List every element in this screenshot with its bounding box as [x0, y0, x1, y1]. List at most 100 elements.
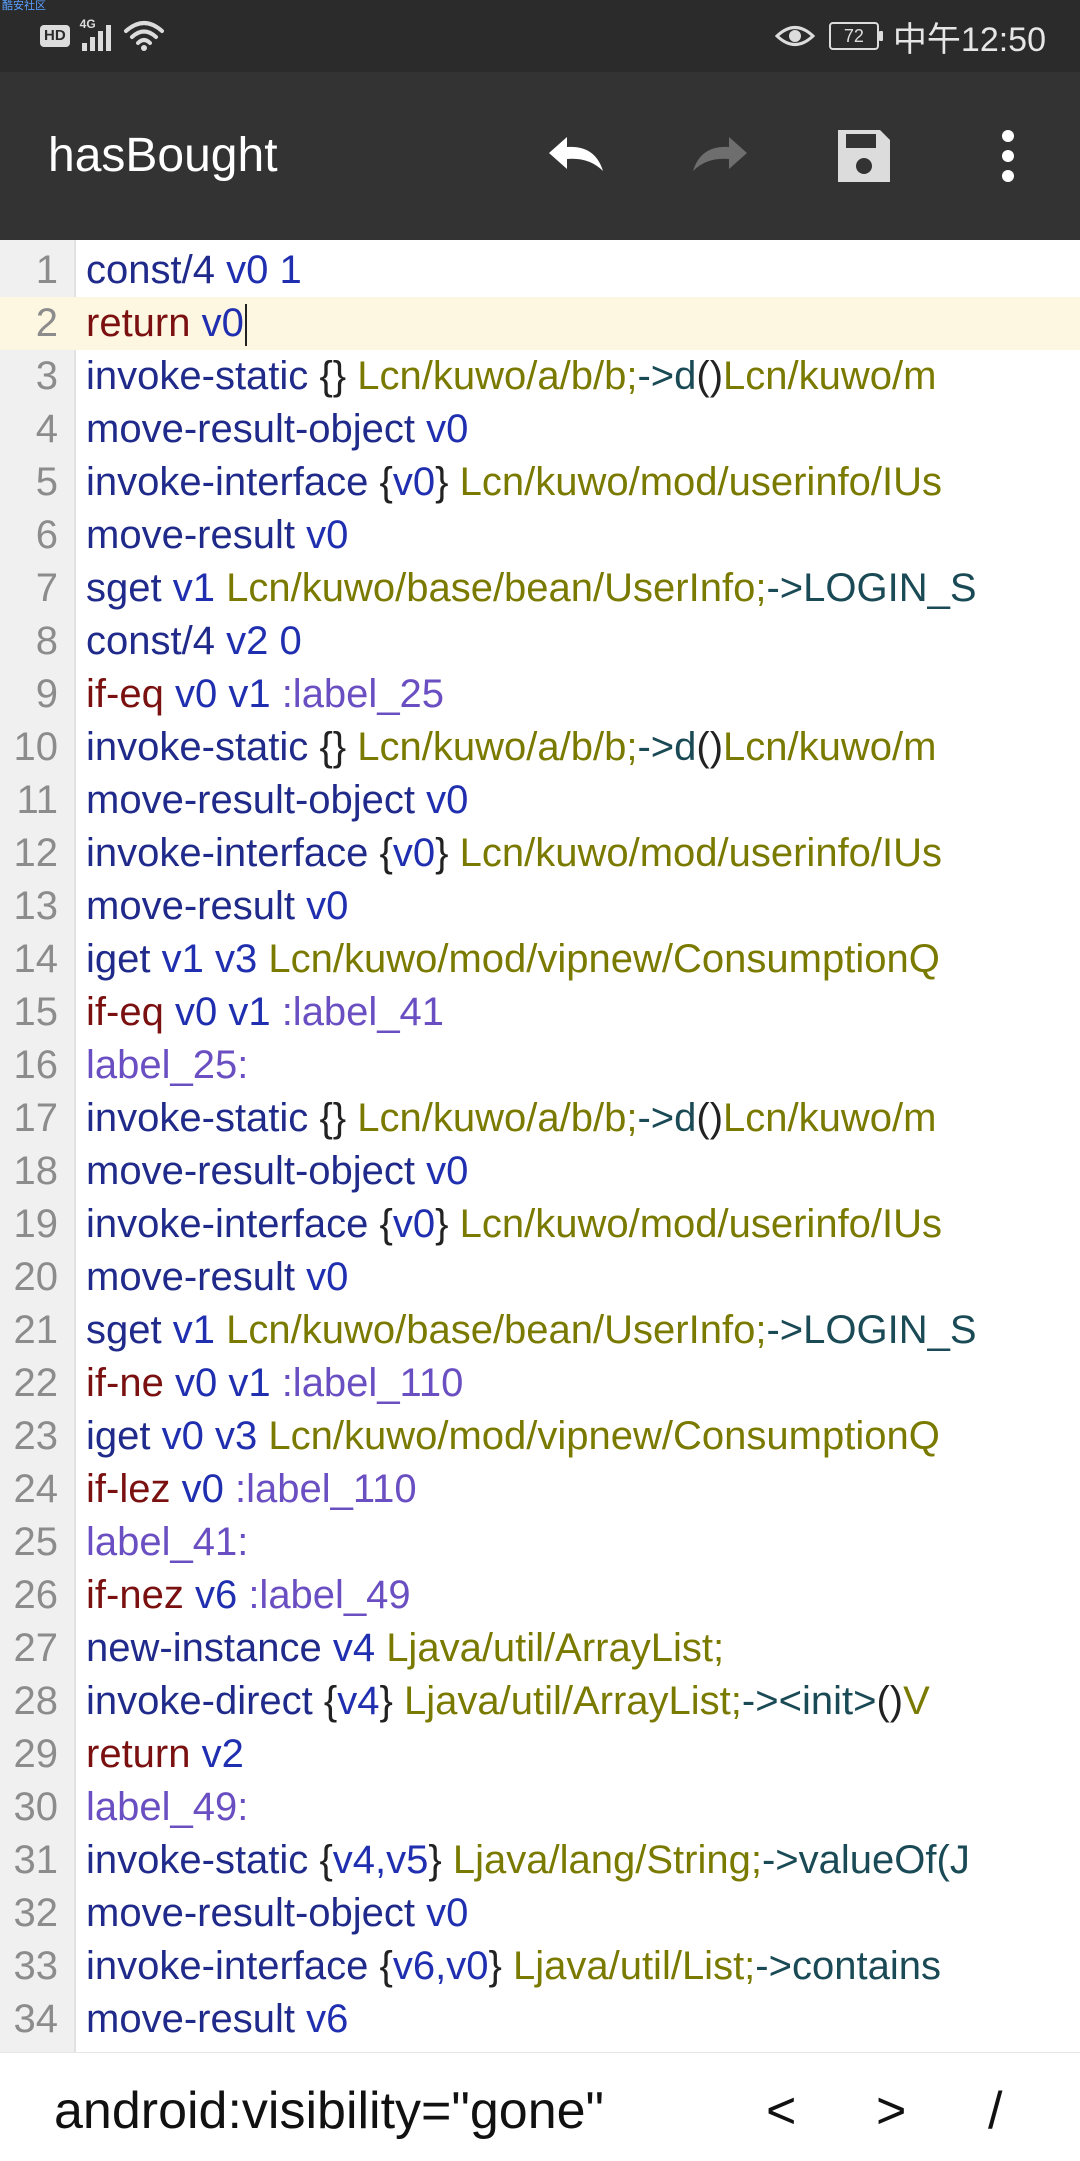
code-token [368, 1202, 379, 1246]
code-token: sget [86, 1308, 162, 1352]
code-token: -><init> [741, 1679, 877, 1723]
code-token: () [696, 1096, 724, 1140]
line-number: 19 [13, 1202, 59, 1246]
code-token: label_41: [86, 1520, 249, 1564]
shortcut-key-slash[interactable]: / [988, 2082, 1003, 2140]
code-token: { [379, 460, 393, 504]
code-token: Lcn/kuwo/a/b/b; [357, 1096, 638, 1140]
code-token: v1 [172, 1308, 215, 1352]
more-vert-icon [1002, 130, 1014, 182]
code-token: Lcn/kuwo/mod/userinfo/IUs [459, 831, 943, 875]
more-button[interactable] [968, 116, 1048, 196]
line-number: 2 [35, 301, 58, 345]
code-token: v0 [174, 990, 218, 1034]
code-token: invoke-interface [86, 460, 369, 504]
code-token: v0 [174, 672, 218, 716]
code-token: v1 [228, 990, 271, 1034]
code-token: Lcn/kuwo/m [723, 1096, 937, 1140]
code-text: move-result-object v0 [86, 403, 468, 456]
code-line[interactable]: 6 move-result v0 [0, 509, 1080, 562]
shortcut-key-gt[interactable]: > [876, 2082, 907, 2140]
line-number: 34 [13, 1997, 59, 2041]
line-number: 1 [35, 248, 58, 292]
code-token: v2 [226, 619, 269, 663]
snippet-shortcut[interactable]: android:visibility="gone" [54, 2082, 605, 2140]
code-token: :label_25 [281, 672, 445, 716]
code-text: invoke-interface {v0} Lcn/kuwo/mod/useri… [86, 1198, 942, 1251]
code-token: Lcn/kuwo/m [723, 354, 937, 398]
code-line[interactable]: 19 invoke-interface {v0} Lcn/kuwo/mod/use… [0, 1198, 1080, 1251]
line-number: 12 [13, 831, 59, 875]
line-number: 6 [35, 513, 58, 557]
code-token [295, 884, 306, 928]
shortcut-key-lt[interactable]: < [766, 2082, 797, 2140]
line-number: 9 [35, 672, 58, 716]
code-token: invoke-direct [86, 1679, 313, 1723]
code-token: move-result-object [86, 1891, 416, 1935]
code-token: v4 [332, 1626, 376, 1670]
code-text: move-result v0 [86, 1251, 348, 1304]
code-token [217, 1361, 228, 1405]
code-token: ->contains [755, 1944, 941, 1988]
code-token [151, 937, 162, 981]
code-token [368, 831, 379, 875]
code-text: const/4 v2 0 [86, 615, 302, 668]
code-token: invoke-interface [86, 1202, 369, 1246]
code-token [415, 407, 426, 451]
code-line[interactable]: 35if-eqz v6 :label_93 [0, 2046, 1080, 2052]
code-token [346, 725, 357, 769]
code-token: v0 [392, 1202, 436, 1246]
code-token: V [903, 1679, 930, 1723]
signal-bar [97, 31, 103, 51]
code-token: v1 [228, 1361, 271, 1405]
code-token [191, 1732, 202, 1776]
code-line[interactable]: 34 move-result v6 [0, 1993, 1080, 2046]
code-token: -> [637, 725, 675, 769]
code-token [164, 672, 175, 716]
code-text: move-result v0 [86, 509, 348, 562]
status-overlay-label: 酷安社区 [2, 0, 46, 12]
code-token: Lcn/kuwo/mod/vipnew/ConsumptionQ [268, 937, 940, 981]
line-number: 10 [13, 725, 59, 769]
code-token: } [435, 831, 449, 875]
redo-button[interactable] [680, 116, 760, 196]
line-number: 28 [13, 1679, 59, 1723]
code-token: v6 [195, 2050, 237, 2052]
save-button[interactable] [824, 116, 904, 196]
code-text: move-result v6 [86, 1993, 348, 2046]
code-token: ->LOGIN_S [766, 566, 977, 610]
undo-button[interactable] [536, 116, 616, 196]
